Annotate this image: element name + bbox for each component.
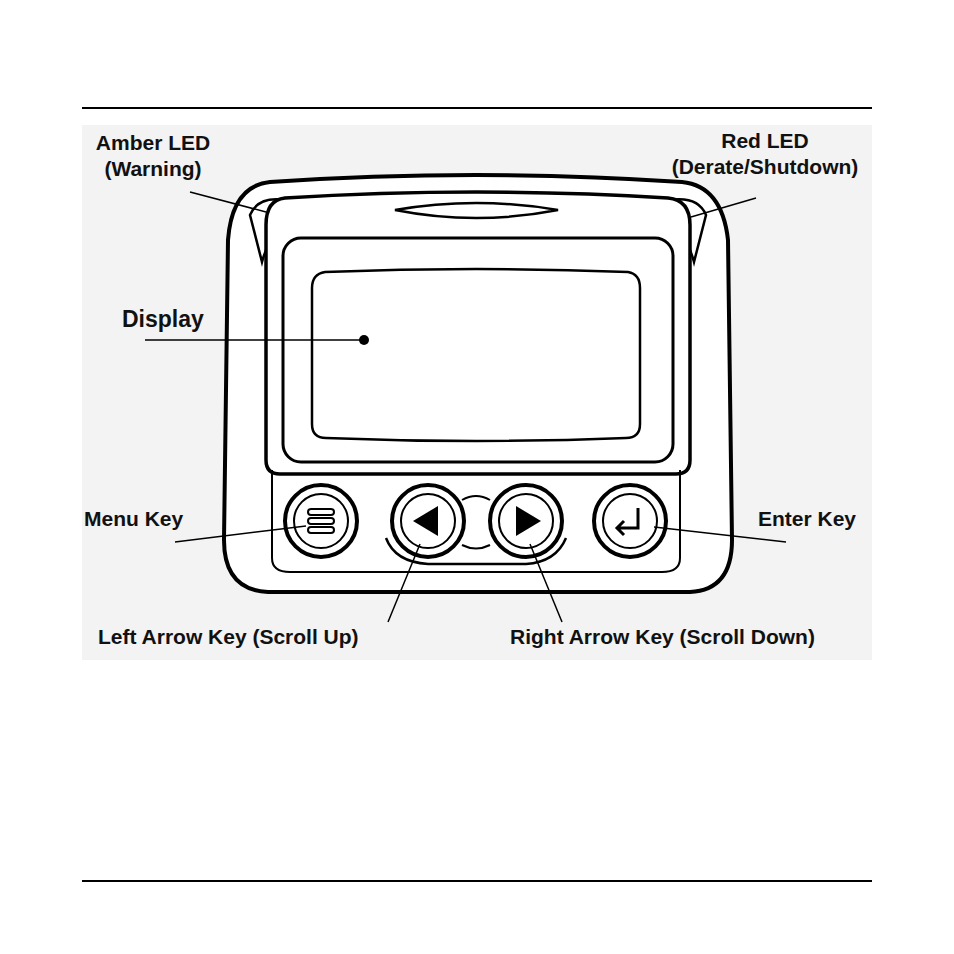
housing — [224, 175, 732, 592]
rule — [82, 880, 872, 882]
callout-label: Red LED (Derate/Shutdown) — [655, 128, 875, 180]
screen-frame — [283, 238, 673, 462]
menu-icon — [308, 518, 334, 524]
callout-label: Right Arrow Key (Scroll Down) — [510, 624, 870, 650]
menu-key — [285, 485, 357, 557]
left-key-cap — [401, 494, 455, 548]
callout-label: Left Arrow Key (Scroll Up) — [98, 624, 418, 650]
callout-label: Display — [122, 306, 242, 332]
arrow-key-bridge — [462, 496, 490, 549]
keypad-frame — [272, 470, 680, 572]
backdrop — [82, 125, 872, 660]
left-arrow-key — [392, 485, 464, 557]
right-key-cap — [499, 494, 553, 548]
display-screen — [312, 269, 640, 441]
rule — [82, 107, 872, 109]
callout-label: Amber LED (Warning) — [88, 130, 218, 182]
callout-label: Menu Key — [84, 506, 214, 532]
menu-icon — [308, 509, 334, 515]
enter-key — [594, 485, 666, 557]
leader-line — [530, 544, 562, 622]
left-arrow-icon — [413, 506, 438, 536]
leader-line — [691, 198, 756, 217]
leader-line — [145, 339, 360, 341]
menu-icon — [308, 527, 334, 533]
right-arrow-icon — [516, 506, 541, 536]
leader-line — [175, 526, 306, 542]
enter-key-cap — [603, 494, 657, 548]
leader-line — [190, 192, 266, 212]
sensor-window — [395, 203, 558, 218]
right-arrow-key — [490, 485, 562, 557]
bezel — [266, 192, 690, 474]
display-dot — [359, 335, 369, 345]
enter-icon — [617, 508, 638, 535]
leader-lines — [145, 192, 786, 622]
leader-line — [388, 544, 420, 622]
callout-label: Enter Key — [758, 506, 888, 532]
menu-key-cap — [294, 494, 348, 548]
